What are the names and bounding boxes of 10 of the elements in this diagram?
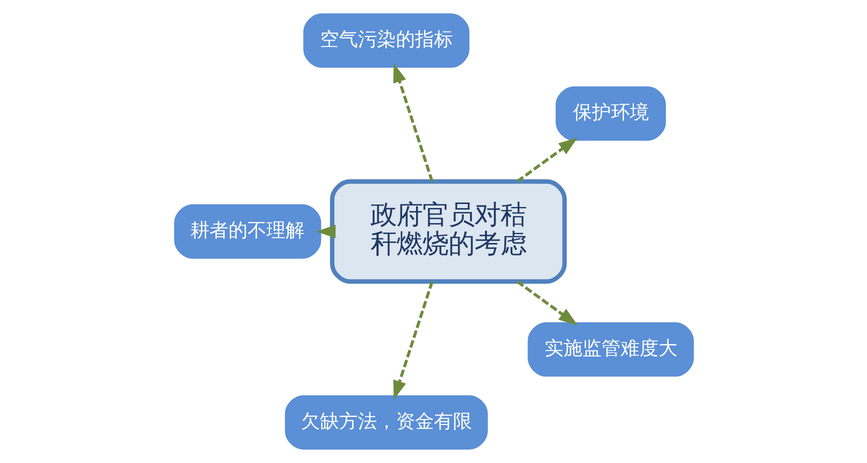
node-box: 空气污染的指标 <box>302 13 469 68</box>
arrow <box>316 224 336 238</box>
node-box: 欠缺方法，资金有限 <box>284 395 488 450</box>
arrow <box>392 63 433 182</box>
arrow <box>516 138 578 183</box>
node-box: 保护环境 <box>555 86 666 141</box>
node-box: 实施监管难度大 <box>527 322 694 377</box>
arrow <box>392 281 433 400</box>
arrow <box>516 280 578 326</box>
node-box: 耕者的不理解 <box>174 204 321 259</box>
